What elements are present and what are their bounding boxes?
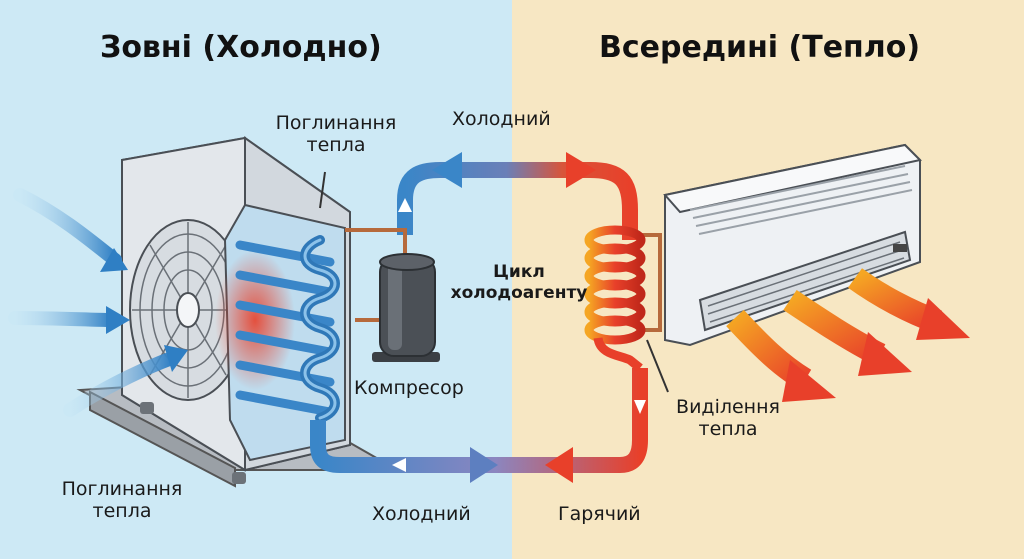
outdoor-unit-icon [76, 136, 381, 488]
cold-bottom-label: Холодний [372, 503, 471, 525]
absorb-heat-top-line2: тепла [306, 134, 366, 156]
compressor-label: Компресор [354, 377, 464, 399]
incoming-air-arrows [8, 171, 326, 417]
warm-air-arrows [726, 268, 970, 402]
absorb-heat-bottom-label: Поглинання тепла [42, 478, 202, 522]
absorb-heat-bottom-line2: тепла [92, 500, 152, 522]
refrigerant-cycle-label: Цикл холодоагенту [433, 262, 605, 304]
heat-release-line2: тепла [698, 418, 758, 440]
bottom-refrigerant-pipe [310, 368, 648, 483]
refrigerant-cycle-line1: Цикл [493, 262, 545, 282]
condenser-coil-icon [584, 225, 669, 393]
absorb-heat-bottom-line1: Поглинання [61, 478, 183, 500]
top-refrigerant-pipe [397, 152, 638, 240]
outside-title: Зовні (Холодно) [100, 30, 382, 65]
refrigerant-cycle-line2: холодоагенту [450, 283, 588, 303]
heat-release-line1: Виділення [676, 396, 780, 418]
indoor-unit-icon [663, 143, 923, 347]
inside-title: Всередині (Тепло) [599, 30, 921, 65]
absorb-heat-top-line1: Поглинання [275, 112, 397, 134]
heat-release-label: Виділення тепла [648, 396, 808, 440]
compressor-icon [345, 228, 440, 362]
absorb-heat-top-label: Поглинання тепла [256, 112, 416, 156]
cold-top-label: Холодний [452, 108, 551, 130]
hot-bottom-label: Гарячий [558, 503, 641, 525]
